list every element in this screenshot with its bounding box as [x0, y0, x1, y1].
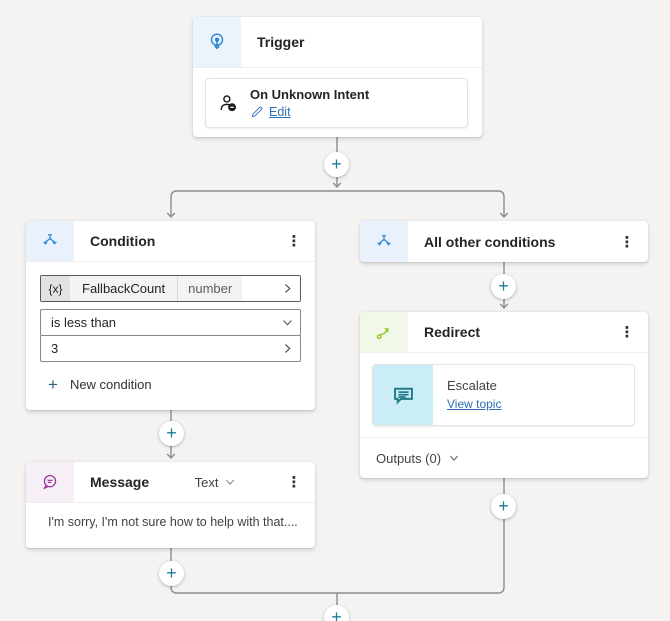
redirect-title: Redirect [424, 324, 481, 340]
variable-chip: {x} [41, 276, 70, 301]
insert-node-button[interactable]: + [324, 605, 349, 621]
message-format-select[interactable]: Text [195, 475, 236, 490]
escalate-topic-card[interactable]: Escalate View topic [372, 364, 635, 426]
outputs-toggle[interactable]: Outputs (0) [360, 437, 648, 478]
intent-title: On Unknown Intent [250, 87, 370, 102]
chevron-down-icon [224, 476, 236, 488]
more-options-button[interactable]: ⋮ [286, 474, 302, 491]
more-options-button[interactable]: ⋮ [619, 324, 635, 341]
condition-variable-row[interactable]: {x} FallbackCount number [40, 275, 301, 302]
insert-node-button[interactable]: + [491, 494, 516, 519]
pencil-icon [250, 105, 264, 119]
edit-link[interactable]: Edit [269, 105, 291, 119]
insert-node-button[interactable]: + [159, 421, 184, 446]
condition-operator-select[interactable]: is less than [40, 309, 301, 336]
chevron-right-icon [274, 342, 300, 355]
variable-type: number [178, 276, 243, 301]
trigger-node[interactable]: Trigger On Unknown Intent [193, 17, 482, 137]
variable-name: FallbackCount [70, 276, 178, 301]
condition-node[interactable]: Condition ⋮ {x} FallbackCount number is … [26, 221, 315, 410]
more-options-button[interactable]: ⋮ [286, 233, 302, 250]
insert-node-button[interactable]: + [159, 561, 184, 586]
more-options-button[interactable]: ⋮ [619, 233, 635, 251]
person-chat-icon [206, 92, 250, 115]
trigger-icon [193, 17, 241, 67]
escalate-title: Escalate [447, 377, 497, 393]
trigger-header: Trigger [193, 17, 482, 68]
chevron-down-icon [448, 452, 460, 464]
message-node[interactable]: Message Text ⋮ I'm sorry, I'm not sure h… [26, 462, 315, 548]
all-other-conditions-node[interactable]: All other conditions ⋮ [360, 221, 648, 262]
redirect-node[interactable]: Redirect ⋮ Escalate View topic Outputs (… [360, 312, 648, 478]
all-other-conditions-title: All other conditions [424, 233, 556, 250]
format-value: Text [194, 474, 219, 490]
outputs-label: Outputs (0) [376, 450, 442, 466]
chat-topic-icon [373, 365, 433, 425]
redirect-icon [360, 312, 408, 352]
operator-value: is less than [51, 315, 117, 330]
unknown-intent-card[interactable]: On Unknown Intent Edit [205, 78, 468, 128]
trigger-title: Trigger [257, 34, 305, 50]
insert-node-button[interactable]: + [491, 274, 516, 299]
message-icon [26, 462, 74, 502]
chevron-down-icon [274, 316, 300, 329]
condition-value-row[interactable]: 3 [40, 335, 301, 362]
view-topic-link[interactable]: View topic [447, 396, 502, 411]
divider [177, 276, 179, 301]
chevron-right-icon [274, 276, 300, 301]
message-title: Message [90, 474, 150, 490]
condition-title: Condition [90, 233, 156, 249]
condition-value: 3 [51, 341, 59, 356]
condition-branch-icon [360, 221, 408, 262]
condition-branch-icon [26, 221, 74, 261]
new-condition-button[interactable]: + New condition [48, 375, 152, 394]
insert-node-button[interactable]: + [324, 152, 349, 177]
message-body[interactable]: I'm sorry, I'm not sure how to help with… [48, 515, 298, 529]
plus-icon: + [48, 375, 58, 394]
